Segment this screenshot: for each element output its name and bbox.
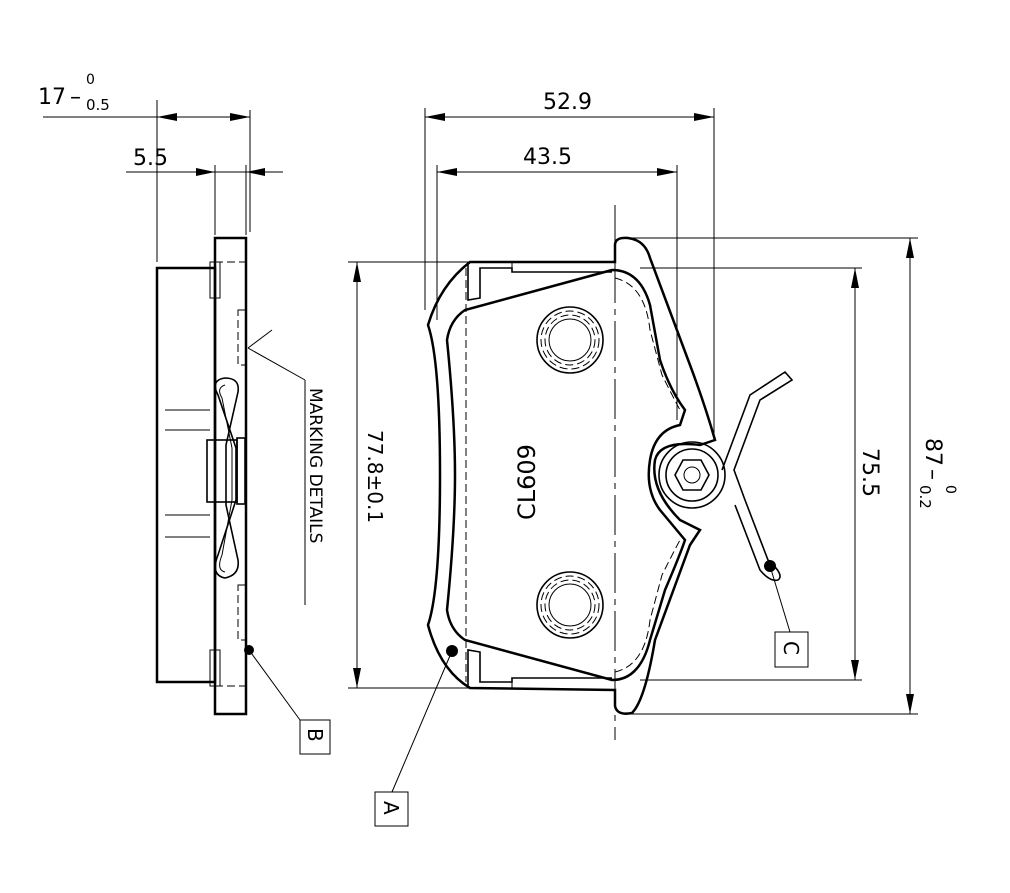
dim-backing-plate: 5.5 [133,146,168,171]
dim-overall-height-tol-lower: 0.2 [916,485,934,509]
dim-overall-width: 52.9 [543,90,592,115]
front-dimensions: 52.9 43.5 77.8±0.1 75.5 87 – 0 0.2 [348,90,958,715]
dim-thickness-tol-upper: 0 [86,72,95,88]
callout-a-label: A [379,801,403,815]
dim-inner-width: 43.5 [523,145,572,170]
dim-minus-2: – [920,469,945,480]
side-view [155,236,254,716]
callout-a: A [374,650,453,827]
marking-details-callout: MARKING DETAILS [247,329,325,605]
dim-pad-inner-height: 75.5 [857,448,882,497]
dim-thickness-tol-lower: 0.5 [86,96,110,114]
rivet-hole-bottom [536,571,604,639]
callout-c-label: C [779,641,803,655]
side-dimensions: 17 – 0 0.5 5.5 [38,72,283,262]
rivet-hole-top [536,306,604,374]
callout-b-label: B [303,728,327,742]
dim-overall-height-tol-upper: 0 [942,485,958,494]
callout-c: C [769,565,809,668]
marking-text: CL609 [513,444,541,520]
front-view: CL609 [426,205,794,740]
dim-pad-height: 77.8±0.1 [363,430,387,523]
marking-details-label: MARKING DETAILS [305,388,325,543]
callout-b: B [248,649,331,755]
dim-thickness-value: 17 [38,85,66,110]
dim-overall-height-value: 87 [920,438,945,466]
dim-minus: – [70,85,81,110]
